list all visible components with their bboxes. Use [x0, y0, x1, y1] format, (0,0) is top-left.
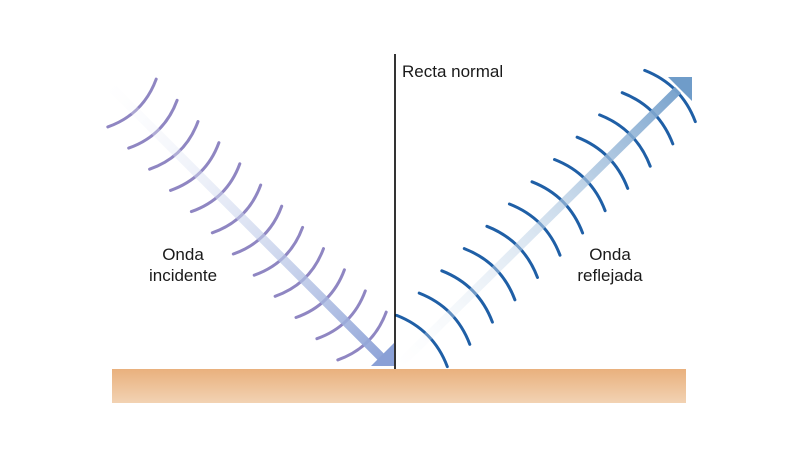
incident-wave-label-line1: Onda: [162, 245, 204, 264]
incident-arrow-icon: [106, 82, 394, 366]
incident-wave-label-line2: incidente: [148, 266, 218, 285]
normal-line-label: Recta normal: [402, 62, 504, 81]
reflected-wave-label: Onda reflejada: [560, 244, 660, 286]
reflected-wave-label-line2: reflejada: [577, 266, 643, 285]
reflected-arrow-icon: [396, 77, 692, 368]
incident-wave-label: Onda incidente: [138, 244, 228, 286]
reflected-wave-label-line1: Onda: [589, 245, 631, 264]
reflecting-surface: [112, 369, 686, 403]
